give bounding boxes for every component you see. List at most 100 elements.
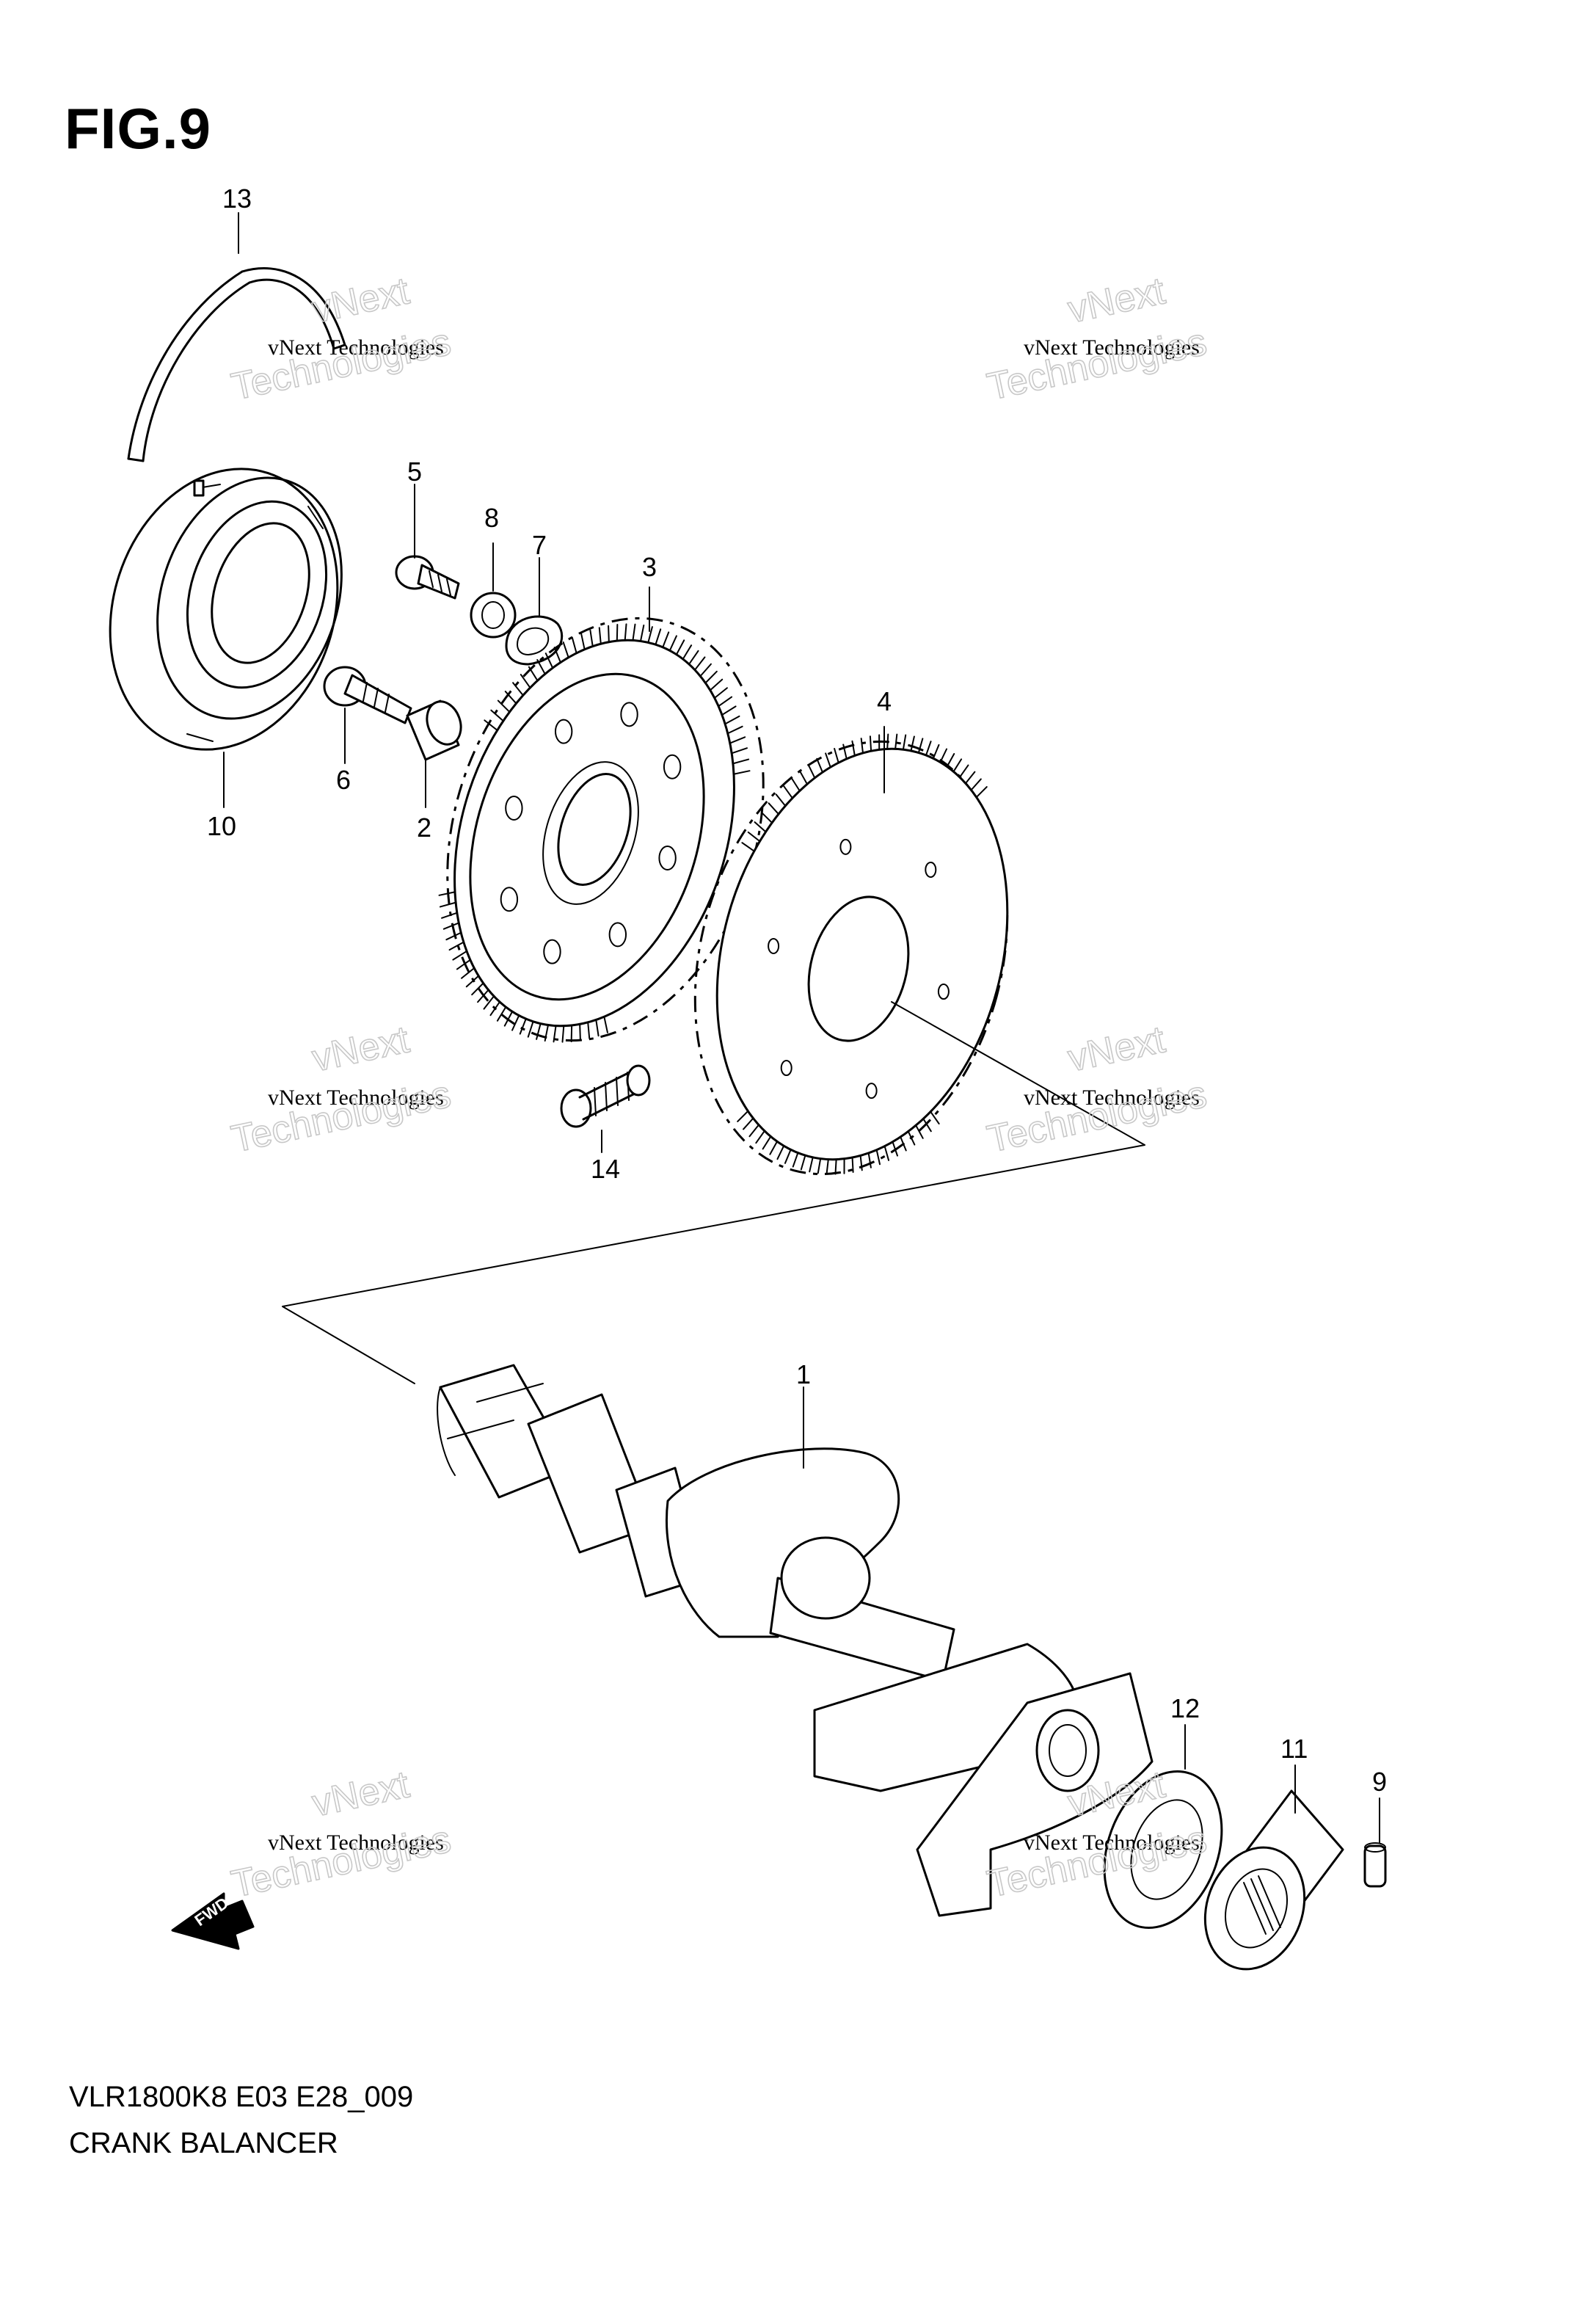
gear-tooth bbox=[603, 1016, 608, 1033]
svg-text:vNext Technologies: vNext Technologies bbox=[268, 335, 444, 360]
gear-tooth bbox=[699, 663, 712, 677]
gear-tooth bbox=[704, 670, 718, 684]
gear-tooth bbox=[946, 753, 955, 768]
gear-tooth bbox=[718, 696, 733, 708]
callout-12: 12 bbox=[1170, 1693, 1200, 1723]
part-3-drive-gear bbox=[438, 617, 765, 1043]
figure-title: FIG.9 bbox=[65, 96, 212, 161]
watermark-middle-left: vNext vNext Technologies Technologies bbox=[227, 1017, 456, 1161]
svg-text:vNext Technologies: vNext Technologies bbox=[268, 1086, 444, 1110]
gear-tooth bbox=[775, 793, 787, 807]
part-14-spring bbox=[560, 1064, 651, 1128]
gear-tooth bbox=[452, 950, 468, 961]
gear-tooth bbox=[632, 623, 636, 641]
gear-tooth bbox=[682, 644, 693, 660]
gear-tooth bbox=[544, 1024, 550, 1042]
gear-tooth bbox=[693, 656, 706, 671]
gear-tooth bbox=[809, 1156, 814, 1173]
gear-tooth bbox=[528, 666, 539, 682]
gear-tooth bbox=[807, 763, 816, 779]
bolt-hole bbox=[658, 845, 677, 870]
gear-teeth bbox=[438, 623, 751, 1043]
bolt-hole bbox=[500, 887, 519, 912]
gear-tooth bbox=[442, 922, 460, 930]
callout-1: 1 bbox=[796, 1359, 811, 1389]
callout-4: 4 bbox=[877, 686, 892, 716]
bolt-hole bbox=[554, 719, 573, 744]
gear-tooth bbox=[553, 1025, 557, 1043]
gear-tooth bbox=[776, 1145, 785, 1160]
gear-tooth bbox=[769, 1141, 779, 1155]
bolt-hole bbox=[780, 1060, 792, 1077]
gear-tooth bbox=[571, 636, 577, 654]
gear-tooth bbox=[589, 629, 594, 647]
bolt-hole bbox=[925, 861, 937, 878]
bolt-hole bbox=[543, 939, 561, 964]
gear-tooth bbox=[519, 1018, 527, 1035]
gear-tooth bbox=[490, 709, 504, 722]
svg-text:vNext Technologies: vNext Technologies bbox=[1024, 1086, 1200, 1110]
gear-tooth bbox=[721, 705, 737, 716]
part-1-balancer-shaft bbox=[437, 1364, 1154, 1917]
gear-tooth bbox=[800, 1155, 806, 1171]
gear-tooth bbox=[915, 1124, 924, 1139]
gear-tooth bbox=[783, 785, 793, 799]
svg-text:vNext: vNext bbox=[1064, 1018, 1169, 1080]
part-8-collar bbox=[470, 592, 517, 639]
gear-tooth bbox=[655, 628, 662, 646]
callout-6: 6 bbox=[336, 765, 351, 795]
watermark-top-right: vNext vNext Technologies Technologies bbox=[983, 269, 1211, 409]
gear-tooth bbox=[561, 1025, 565, 1043]
part-5-bolt bbox=[395, 555, 460, 600]
part-12-washer bbox=[1103, 1770, 1223, 1930]
bolt-hole bbox=[768, 937, 780, 954]
gear-tooth bbox=[834, 748, 839, 764]
gear-tooth bbox=[503, 1011, 514, 1027]
gear-tooth bbox=[883, 1145, 890, 1161]
gear-tooth bbox=[662, 631, 670, 648]
gear-tooth bbox=[860, 738, 864, 754]
gear-tooth bbox=[471, 982, 484, 996]
gear-tooth bbox=[448, 941, 464, 951]
gear-tooth bbox=[553, 647, 561, 664]
gear-tooth bbox=[741, 842, 755, 852]
watermark-middle-right: vNext vNext Technologies Technologies bbox=[983, 1017, 1211, 1161]
gear-tooth bbox=[496, 1006, 507, 1022]
gear-tooth bbox=[624, 623, 627, 641]
gear-tooth bbox=[616, 624, 619, 642]
gear-tooth bbox=[825, 752, 831, 768]
svg-text:Technologies: Technologies bbox=[983, 321, 1210, 409]
part-13-snap-ring bbox=[127, 267, 346, 462]
callout-9: 9 bbox=[1372, 1767, 1387, 1797]
gear-tooth bbox=[869, 735, 872, 752]
watermark-bottom-left: vNext vNext Technologies Technologies bbox=[227, 1762, 456, 1906]
gear-tooth bbox=[799, 770, 808, 785]
gear-tooth bbox=[791, 777, 801, 792]
gear-tooth bbox=[512, 682, 524, 697]
gear-tooth bbox=[917, 738, 924, 754]
callout-13: 13 bbox=[222, 183, 252, 214]
gear-tooth bbox=[461, 967, 475, 979]
gear-tooth bbox=[768, 802, 779, 815]
bolt-hole bbox=[937, 984, 950, 1000]
gear-tooth bbox=[729, 736, 746, 744]
gear-tooth bbox=[536, 1022, 542, 1040]
callout-5: 5 bbox=[407, 457, 422, 487]
bolt-hole bbox=[839, 838, 852, 855]
part-7-washer bbox=[505, 615, 564, 666]
gear-tooth bbox=[724, 715, 740, 725]
gear-tooth bbox=[784, 1149, 792, 1164]
gear-tooth bbox=[709, 678, 724, 691]
bolt-hole bbox=[663, 754, 682, 779]
gear-tooth bbox=[445, 931, 462, 941]
gear-tooth bbox=[732, 758, 750, 765]
callout-leaders bbox=[223, 212, 1380, 1843]
gear-tooth bbox=[438, 891, 456, 896]
gear-tooth bbox=[484, 719, 498, 731]
callout-11: 11 bbox=[1280, 1734, 1308, 1764]
gear-tooth bbox=[867, 1152, 872, 1168]
gear-tooth bbox=[964, 771, 976, 785]
gear-tooth bbox=[598, 627, 602, 645]
gear-tooth bbox=[842, 744, 848, 760]
